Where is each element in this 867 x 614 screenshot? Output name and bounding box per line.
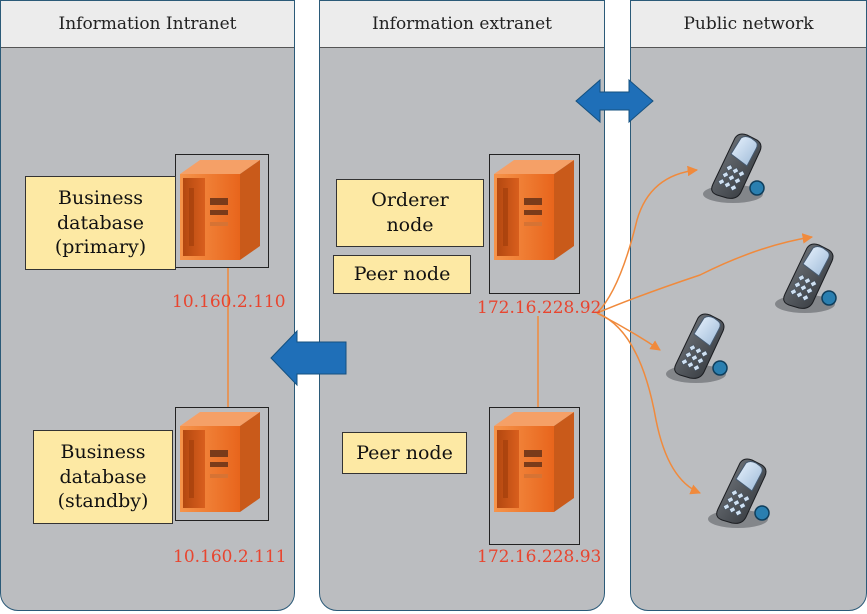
server-icon-standby — [180, 412, 260, 512]
label-business-db-standby: Business database (standby) — [33, 430, 173, 524]
server-frame-peer2 — [489, 407, 580, 545]
zone-public-title: Public network — [631, 1, 866, 48]
left-arrow-icon — [270, 329, 347, 387]
ip-peer-bottom: 172.16.228.93 — [477, 547, 602, 567]
mobile-phone-icon — [665, 313, 728, 384]
server-icon-primary — [180, 160, 260, 260]
label-orderer-node: Orderer node — [336, 179, 484, 247]
ip-peer-top: 172.16.228.92 — [477, 298, 602, 318]
mobile-phone-icon — [702, 133, 765, 204]
ip-db-standby: 10.160.2.111 — [173, 547, 287, 567]
link-to-phone-2 — [596, 233, 814, 314]
server-frame-standby — [175, 407, 269, 521]
label-peer-node-top: Peer node — [333, 255, 471, 294]
link-to-phone-4 — [596, 312, 701, 495]
link-to-phone-1 — [596, 165, 699, 314]
ip-db-primary: 10.160.2.110 — [172, 292, 286, 312]
label-peer-node-bottom: Peer node — [342, 432, 467, 474]
server-frame-orderer — [489, 154, 580, 294]
server-icon-peer2 — [494, 412, 574, 512]
mobile-phone-icon — [774, 243, 837, 314]
mobile-phone-icon — [707, 458, 770, 529]
label-business-db-primary: Business database (primary) — [25, 176, 176, 270]
double-arrow-icon — [575, 78, 654, 124]
server-icon-orderer — [494, 160, 574, 260]
zone-intranet-title: Information Intranet — [1, 1, 294, 48]
zone-extranet-title: Information extranet — [320, 1, 604, 48]
